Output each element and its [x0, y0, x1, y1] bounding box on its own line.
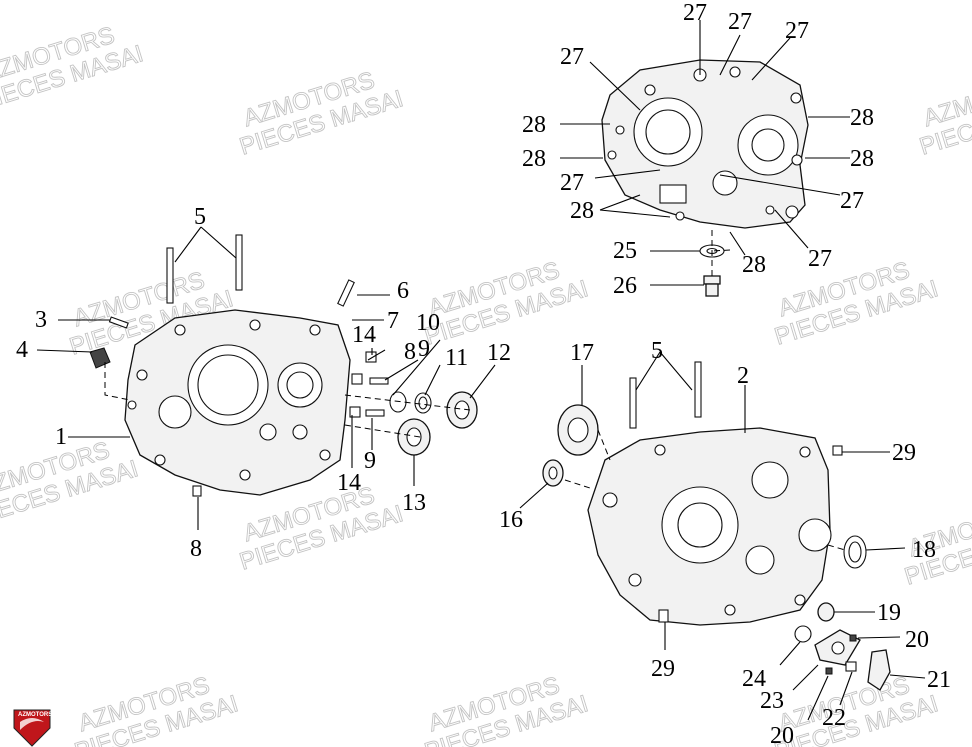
- callout-8-bottom: 8: [190, 536, 202, 562]
- drain-bolt-26: [703, 275, 721, 297]
- callout-19: 19: [877, 600, 901, 626]
- callout-24: 24: [742, 666, 766, 692]
- assembly-lines: [104, 230, 846, 551]
- callout-28e: 28: [570, 198, 594, 224]
- studs-5-right: [629, 361, 702, 429]
- callout-27f: 27: [840, 188, 864, 214]
- bolt-3: [108, 316, 129, 329]
- nut-22: [845, 661, 857, 672]
- callout-10: 10: [416, 310, 440, 336]
- callout-14-top: 14: [352, 322, 376, 348]
- callout-2: 2: [737, 363, 749, 389]
- top-crankcase-drawing: [601, 59, 809, 229]
- screw-20: [825, 634, 857, 675]
- bearing-12: [446, 391, 478, 429]
- callout-4: 4: [16, 337, 28, 363]
- small-parts-left: [192, 351, 389, 497]
- callout-27d: 27: [560, 44, 584, 70]
- dowels-29: [658, 445, 843, 623]
- seal-10: [389, 391, 407, 413]
- callout-28b: 28: [850, 105, 874, 131]
- callout-27c: 27: [785, 18, 809, 44]
- callout-14-bottom: 14: [337, 470, 361, 496]
- leader-lines: [36, 20, 926, 721]
- callout-28a: 28: [522, 112, 546, 138]
- callout-25: 25: [613, 238, 637, 264]
- callout-6: 6: [397, 278, 409, 304]
- callout-29-right: 29: [892, 440, 916, 466]
- callout-26: 26: [613, 273, 637, 299]
- callout-9-top: 9: [418, 336, 430, 362]
- callout-27e: 27: [560, 170, 584, 196]
- callout-16: 16: [499, 507, 523, 533]
- callout-22: 22: [822, 705, 846, 731]
- ring-11: [414, 392, 432, 414]
- callout-7: 7: [387, 308, 399, 334]
- plate-23: [814, 629, 861, 666]
- callout-1: 1: [55, 424, 67, 450]
- callout-28c: 28: [522, 146, 546, 172]
- callout-28f: 28: [742, 252, 766, 278]
- callout-5-left: 5: [194, 204, 206, 230]
- callout-18: 18: [912, 537, 936, 563]
- callout-23: 23: [760, 688, 784, 714]
- callout-29-bottom: 29: [651, 656, 675, 682]
- bearing-13: [397, 418, 431, 456]
- bearing-17: [557, 404, 599, 456]
- callout-9-bottom: 9: [364, 448, 376, 474]
- seal-18: [843, 535, 867, 569]
- callout-20-bottom: 20: [770, 723, 794, 747]
- switch-21: [867, 649, 891, 691]
- right-crankcase-drawing: [587, 427, 832, 626]
- seal-16: [542, 459, 564, 487]
- callout-5-right: 5: [651, 338, 663, 364]
- callout-12: 12: [487, 340, 511, 366]
- callout-3: 3: [35, 307, 47, 333]
- callout-27a: 27: [683, 0, 707, 26]
- callout-8-top: 8: [404, 339, 416, 365]
- callout-labels: 27 27 27 27 28 28 28 28 27 27 28 27 28 2…: [16, 0, 951, 747]
- callout-17: 17: [570, 340, 594, 366]
- ring-19: [817, 602, 835, 622]
- callout-28d: 28: [850, 146, 874, 172]
- callout-11: 11: [445, 345, 468, 371]
- dowel-6: [337, 279, 355, 307]
- logo-text: AZMOTORS: [18, 712, 52, 718]
- callout-13: 13: [402, 490, 426, 516]
- callout-21: 21: [927, 667, 951, 693]
- callout-27g: 27: [808, 246, 832, 272]
- left-crankcase-drawing: [124, 309, 351, 496]
- brand-logo: AZMOTORS: [13, 709, 52, 747]
- callout-27b: 27: [728, 9, 752, 35]
- ball-24: [794, 625, 812, 643]
- callout-20-top: 20: [905, 627, 929, 653]
- block-4: [89, 347, 111, 369]
- studs-5-left: [166, 234, 243, 304]
